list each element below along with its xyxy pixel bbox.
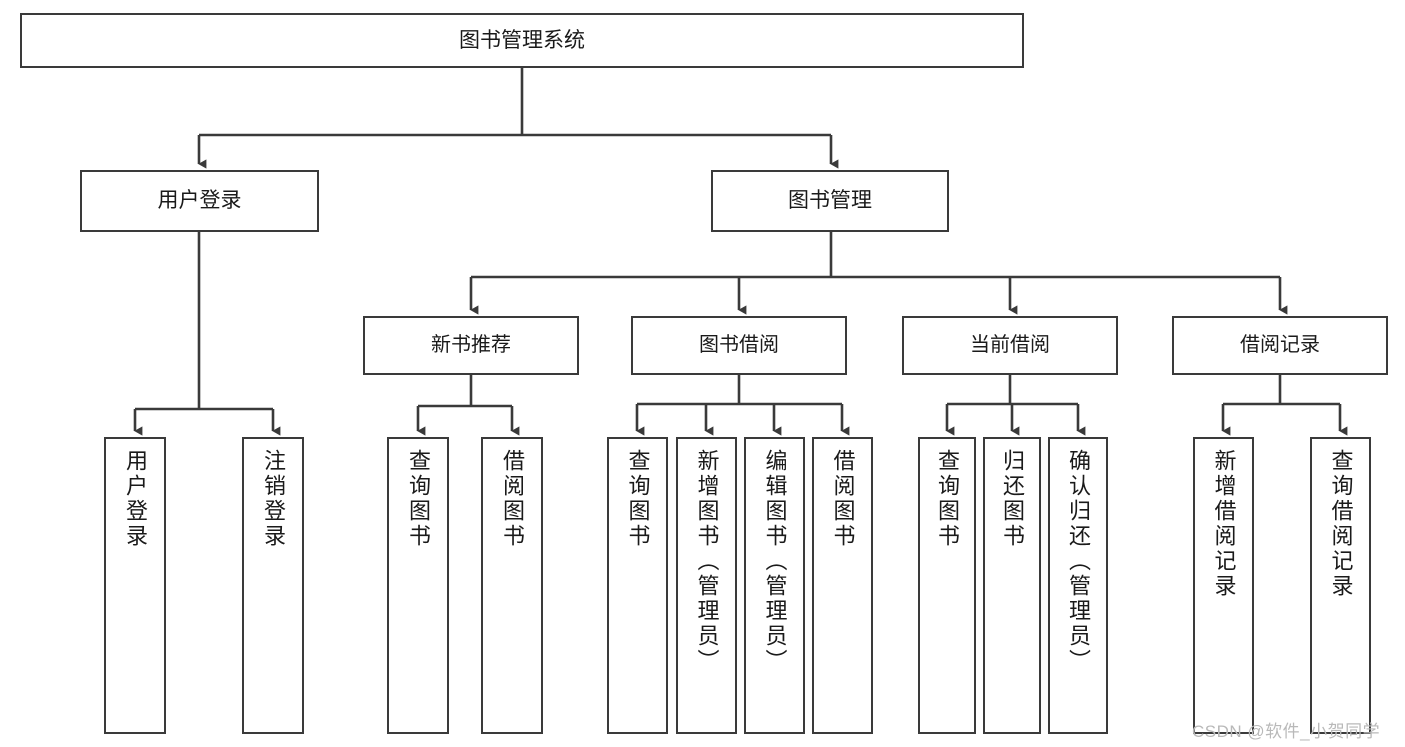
node-leaf-query-record[interactable]: 查询借阅记录 xyxy=(1310,437,1371,734)
node-leaf-borrow-book-1[interactable]: 借阅图书 xyxy=(481,437,543,734)
node-leaf-return-book[interactable]: 归还图书 xyxy=(983,437,1041,734)
node-book-borrow[interactable]: 图书借阅 xyxy=(631,316,847,375)
node-leaf-query-book-1-label: 查询图书 xyxy=(406,449,431,549)
node-leaf-confirm-return-label: 确认归还（管理员） xyxy=(1066,449,1091,674)
node-leaf-query-book-1[interactable]: 查询图书 xyxy=(387,437,449,734)
node-leaf-return-book-label: 归还图书 xyxy=(1000,449,1025,549)
node-leaf-add-book-label: 新增图书（管理员） xyxy=(694,449,720,674)
node-new-book-recommend-label: 新书推荐 xyxy=(431,334,511,357)
node-leaf-confirm-return[interactable]: 确认归还（管理员） xyxy=(1048,437,1108,734)
node-root[interactable]: 图书管理系统 xyxy=(20,13,1024,68)
csdn-watermark: CSDN @软件_小贺同学 xyxy=(1192,722,1381,741)
node-leaf-logout-login-label: 注销登录 xyxy=(261,449,286,549)
node-borrow-record-label: 借阅记录 xyxy=(1240,334,1320,357)
node-leaf-query-record-label: 查询借阅记录 xyxy=(1328,449,1354,599)
node-leaf-borrow-book-2[interactable]: 借阅图书 xyxy=(812,437,873,734)
node-new-book-recommend[interactable]: 新书推荐 xyxy=(363,316,579,375)
node-root-label: 图书管理系统 xyxy=(459,28,585,52)
node-leaf-query-book-2-label: 查询图书 xyxy=(625,449,651,549)
node-leaf-user-login[interactable]: 用户登录 xyxy=(104,437,166,734)
node-leaf-add-book[interactable]: 新增图书（管理员） xyxy=(676,437,737,734)
node-leaf-edit-book-label: 编辑图书（管理员） xyxy=(762,449,788,674)
node-borrow-record[interactable]: 借阅记录 xyxy=(1172,316,1388,375)
node-leaf-logout-login[interactable]: 注销登录 xyxy=(242,437,304,734)
node-leaf-add-record-label: 新增借阅记录 xyxy=(1211,449,1237,599)
node-book-borrow-label: 图书借阅 xyxy=(699,334,779,357)
node-user-login[interactable]: 用户登录 xyxy=(80,170,319,232)
node-current-borrow[interactable]: 当前借阅 xyxy=(902,316,1118,375)
node-leaf-add-record[interactable]: 新增借阅记录 xyxy=(1193,437,1254,734)
node-leaf-edit-book[interactable]: 编辑图书（管理员） xyxy=(744,437,805,734)
node-leaf-query-book-3-label: 查询图书 xyxy=(935,449,960,549)
node-leaf-query-book-2[interactable]: 查询图书 xyxy=(607,437,668,734)
node-leaf-borrow-book-2-label: 借阅图书 xyxy=(830,449,856,549)
node-user-login-label: 用户登录 xyxy=(157,189,242,213)
node-leaf-borrow-book-1-label: 借阅图书 xyxy=(500,449,525,549)
node-book-manage[interactable]: 图书管理 xyxy=(711,170,949,232)
node-leaf-query-book-3[interactable]: 查询图书 xyxy=(918,437,976,734)
node-current-borrow-label: 当前借阅 xyxy=(970,334,1050,357)
node-leaf-user-login-label: 用户登录 xyxy=(123,449,148,549)
node-book-manage-label: 图书管理 xyxy=(788,189,872,213)
